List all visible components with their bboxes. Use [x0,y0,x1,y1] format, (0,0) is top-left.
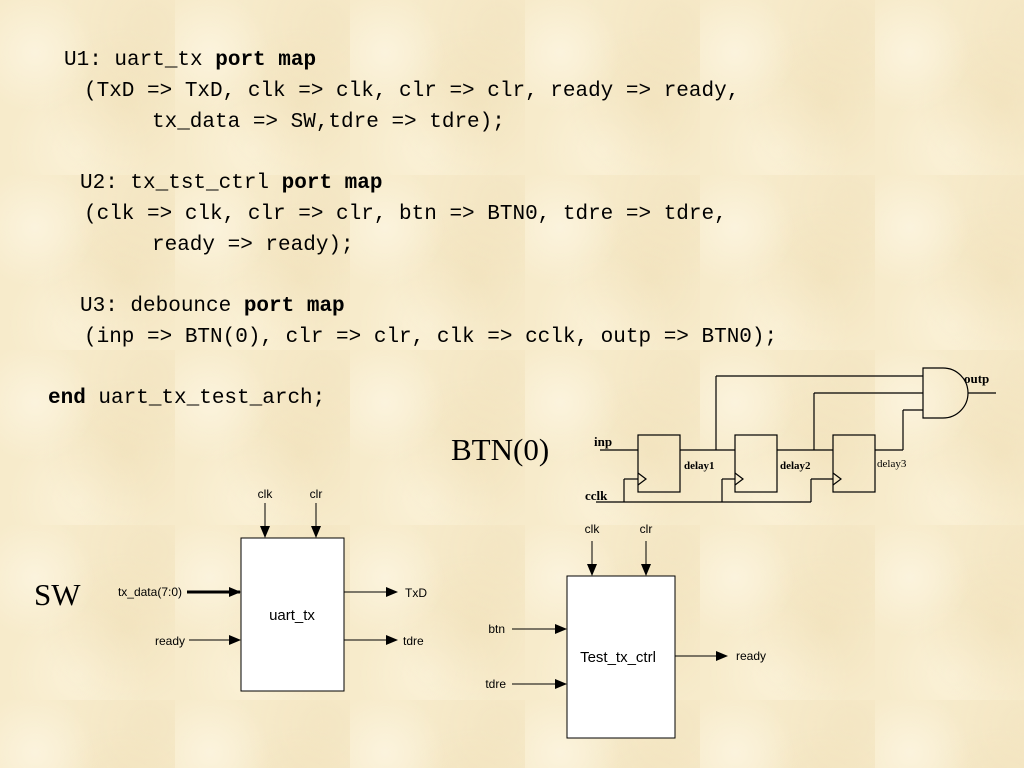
code-line-u3: U3: debounce port map [80,291,345,322]
uart-tx-box [240,537,345,692]
u1-keyword: port map [215,49,317,72]
ctrl-clk-label: clk [585,522,601,536]
uart-ready-label: ready [155,634,185,648]
code-line-end: end uart_tx_test_arch; [48,383,325,414]
u3-keyword: port map [243,295,345,318]
uart-clr-label: clr [310,487,323,501]
uart-txdata-label: tx_data(7:0) [118,585,182,599]
clock-triangle-3 [832,472,842,486]
code-line-u1-args: (TxD => TxD, clk => clk, clr => clr, rea… [84,80,740,103]
test-tx-ctrl-block [512,541,728,739]
debounce-circuit [596,367,996,503]
delay1-label: delay1 [684,460,715,472]
ctrl-ready-label: ready [736,649,766,663]
u1-label: U1: uart_tx [64,49,216,72]
clock-triangle-1 [637,472,647,486]
uart-tx-name: uart_tx [269,607,315,624]
and-gate [922,367,969,419]
u2-label: U2: tx_tst_ctrl [80,172,282,195]
flipflop-3 [832,434,876,493]
u2-keyword: port map [281,172,383,195]
end-arch-name: uart_tx_test_arch; [85,387,326,410]
u3-label: U3: debounce [80,295,244,318]
uart-tx-block [187,503,398,692]
code-line-u1: U1: uart_tx port map [64,45,316,76]
delay2-label: delay2 [780,460,811,472]
code-line-u2: U2: tx_tst_ctrl port map [80,168,382,199]
test-tx-ctrl-box [566,575,676,739]
flipflop-2 [734,434,778,493]
uart-tdre-label: tdre [403,634,424,648]
sw-label: SW [34,577,81,612]
ctrl-clr-label: clr [640,522,653,536]
uart-clk-label: clk [258,487,274,501]
ctrl-btn-label: btn [488,622,505,636]
ctrl-tdre-label: tdre [485,677,506,691]
delay3-label: delay3 [877,458,907,470]
clock-triangle-2 [734,472,744,486]
outp-label: outp [964,371,989,386]
code-line-u3-args: (inp => BTN(0), clr => clr, clk => cclk,… [84,326,778,349]
code-block: U1: uart_tx port map (TxD => TxD, clk =>… [48,45,778,410]
btn0-label: BTN(0) [451,432,549,467]
inp-label: inp [594,434,612,449]
code-line-u2-args-cont: ready => ready); [152,234,354,257]
code-line-u2-args: (clk => clk, clr => clr, btn => BTN0, td… [84,203,727,226]
uart-txd-label: TxD [405,586,427,600]
cclk-label: cclk [585,488,608,503]
test-tx-ctrl-name: Test_tx_ctrl [580,649,656,666]
code-line-u1-args-cont: tx_data => SW,tdre => tdre); [152,111,505,134]
end-keyword: end [48,387,86,410]
flipflop-1 [637,434,681,493]
